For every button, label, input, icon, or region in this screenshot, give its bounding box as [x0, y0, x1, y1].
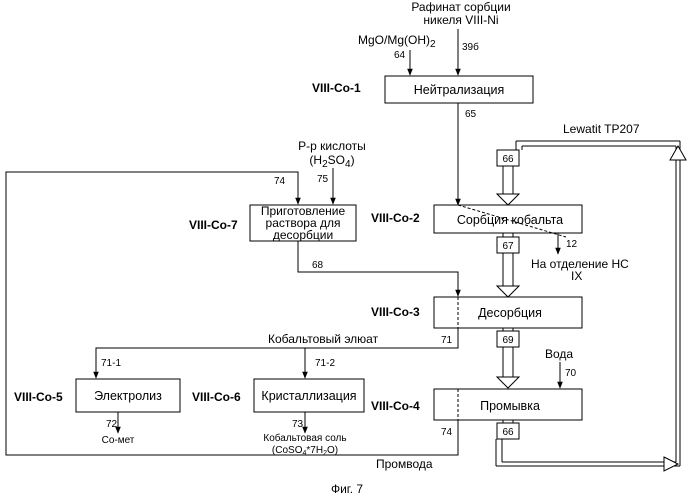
unit-co4-tag: VIII-Co-4	[371, 399, 420, 413]
resin-66-to-sorption-arrow	[497, 194, 519, 205]
unit-co1-tag: VIII-Co-1	[312, 81, 361, 95]
co-metal-label: Co-мет	[102, 435, 135, 446]
stream-65-label: 65	[465, 109, 477, 120]
resin-label: Lewatit TP207	[563, 122, 640, 136]
unit-co3-label: Десорбция	[478, 306, 542, 320]
unit-co2-tag: VIII-Co-2	[371, 211, 420, 225]
stream-39b-label: 39б	[462, 41, 479, 53]
hc-ix-label-line2: IX	[571, 269, 582, 283]
unit-co1-label: Нейтрализация	[414, 83, 504, 97]
stream-73-label: 73	[292, 419, 304, 430]
stream-75-label: 75	[317, 174, 329, 185]
figure-caption: Фиг. 7	[331, 482, 363, 496]
unit-co3-tag: VIII-Co-3	[371, 305, 420, 319]
unit-co4-label: Промывка	[480, 399, 540, 413]
raffinate-label-line1: Рафинат сорбции	[411, 0, 510, 14]
stream-70-label: 70	[565, 368, 577, 379]
unit-co6-label: Кристаллизация	[261, 389, 356, 403]
stream-74b-label: 74	[441, 427, 453, 438]
stream-66b-label: 66	[502, 427, 514, 438]
acid-label-line2: (H2SO4)	[309, 153, 354, 170]
resin-67-to-desorption-arrow	[497, 286, 519, 297]
mgo-label: MgO/Mg(OH)2	[358, 33, 436, 50]
unit-co7-label-line3: десорбции	[273, 228, 333, 242]
water-label: Вода	[545, 347, 573, 361]
stream-71-label: 71	[441, 335, 453, 346]
resin-loop-up-arrow	[670, 146, 686, 160]
unit-co2-label: Сорбция кобальта	[457, 213, 563, 227]
stream-71-2-label: 71-2	[315, 358, 335, 369]
cobalt-eluate-label: Кобальтовый элюат	[268, 332, 379, 346]
unit-co5-label: Электролиз	[94, 389, 162, 403]
resin-69-to-wash-arrow	[497, 377, 519, 388]
stream-68-label: 68	[312, 260, 324, 271]
stream-67-label: 67	[502, 241, 514, 252]
raffinate-label-line2: никеля VIII-Ni	[423, 13, 498, 27]
unit-co5-tag: VIII-Co-5	[14, 390, 63, 404]
stream-69-label: 69	[502, 335, 514, 346]
acid-label-line1: Р-р кислоты	[298, 139, 366, 153]
cobalt-salt-label-line1: Кобальтовая соль	[263, 432, 346, 444]
unit-co6-tag: VIII-Co-6	[192, 390, 241, 404]
stream-66a-label: 66	[502, 154, 514, 165]
stream-71-1-label: 71-1	[101, 358, 121, 369]
stream-72-label: 72	[106, 419, 118, 430]
wash-water-label: Промвода	[376, 457, 433, 471]
stream-74a-label: 74	[274, 176, 286, 187]
stream-12-label: 12	[566, 239, 578, 250]
unit-co7-tag: VIII-Co-7	[189, 218, 238, 232]
cobalt-salt-label-line2: (CoSO4*7H2O)	[272, 445, 338, 457]
stream-64-label: 64	[394, 50, 406, 61]
